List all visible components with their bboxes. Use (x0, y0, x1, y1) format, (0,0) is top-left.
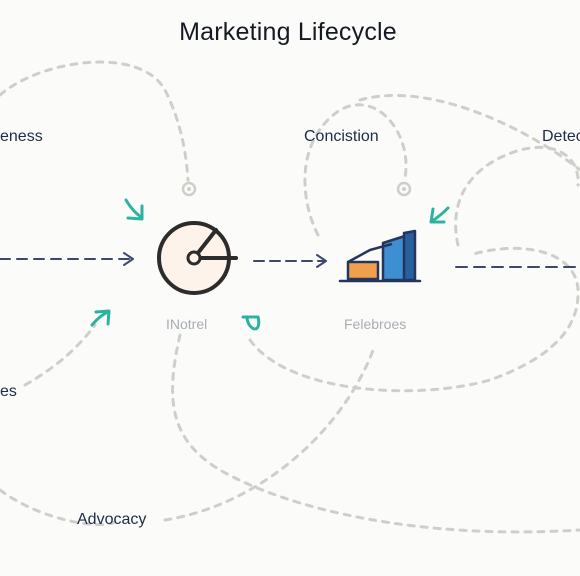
curved-arrow-icon (90, 198, 450, 331)
stage-label-awareness: eness (0, 128, 43, 145)
connector-return-loop (248, 246, 580, 393)
connector-lower-left-arc (23, 323, 97, 387)
curved-arrow-icon-upper-left (124, 198, 144, 221)
icon-caption-right: Felebroes (344, 316, 407, 332)
curved-arrow-icon-lower-left (90, 309, 111, 327)
stage-label-lower-left: es (0, 383, 17, 400)
diagram-title: Marketing Lifecycle (179, 18, 397, 46)
curved-arrow-icon-upper-right (429, 206, 450, 224)
connector-left-bottom-arc (0, 488, 117, 527)
connector-right-upper-arc (358, 94, 580, 172)
icon-caption-left: INotrel (166, 316, 208, 332)
flow-arrows (0, 252, 580, 268)
dashed-connectors (0, 60, 580, 534)
small-node-markers (181, 181, 412, 197)
connector-top-left-loop (0, 60, 190, 182)
stage-label-advocacy: Advocacy (77, 511, 147, 528)
bar-chart-icon (338, 229, 422, 283)
stage-label-consideration: Concistion (304, 128, 379, 145)
connector-center-drop (171, 333, 580, 534)
node-marker-center-dot (402, 187, 406, 191)
gauge-icon (157, 221, 238, 295)
stage-label-detection: Detec (542, 128, 580, 145)
connector-right-inner-loop (454, 145, 580, 247)
flow-arrowhead-center (316, 254, 327, 268)
flow-arrowhead-left (123, 252, 134, 266)
node-marker-left-dot (187, 187, 191, 191)
curved-arrow-icon-lower-center (241, 315, 261, 331)
connector-center-mid-loop (303, 103, 408, 237)
connector-advocacy-curve (163, 343, 377, 522)
